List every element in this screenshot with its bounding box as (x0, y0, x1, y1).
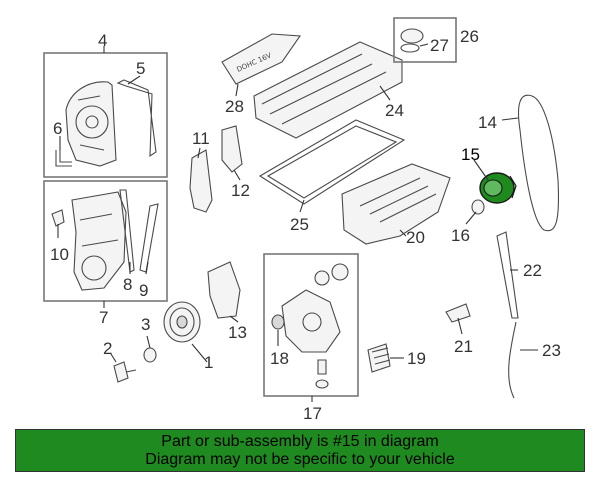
upper-timing-cover (65, 81, 117, 167)
callout-24[interactable]: 24 (385, 101, 404, 120)
valve-cover-plate: DOHC 16V (221, 33, 302, 85)
belt-cover-inner (207, 261, 241, 319)
callout-6[interactable]: 6 (53, 119, 62, 138)
callout-20[interactable]: 20 (406, 228, 425, 247)
callout-10[interactable]: 10 (50, 245, 69, 264)
pulley-bolt (113, 361, 137, 383)
pressure-relief-valve (317, 359, 327, 375)
part-notice-banner: Part or sub-assembly is #15 in diagram D… (15, 429, 585, 472)
callout-18[interactable]: 18 (270, 349, 289, 368)
oil-dipstick (496, 231, 519, 319)
oil-filler-cap-o-ring (400, 43, 420, 53)
callout-25[interactable]: 25 (290, 215, 309, 234)
timing-belt-cover-rear (189, 149, 213, 213)
notice-line-1: Part or sub-assembly is #15 in diagram (161, 433, 439, 450)
callout-17[interactable]: 17 (303, 404, 322, 423)
oil-pump (281, 289, 341, 353)
relief-valve-plug (315, 379, 329, 389)
callout-4[interactable]: 4 (98, 31, 107, 50)
lower-seal (51, 209, 65, 227)
highlighted-belt-tensioner[interactable] (479, 172, 517, 204)
lower-timing-cover (71, 191, 127, 291)
oil-cap-group-box (393, 17, 457, 63)
upper-timing-cover-group-box (43, 52, 168, 178)
lower-gasket-b (139, 203, 159, 273)
tensioner-spring (471, 199, 485, 215)
dipstick-tube (508, 321, 517, 399)
callout-26[interactable]: 26 (460, 27, 479, 46)
parts-diagram: DOHC 16V (43, 17, 561, 423)
seal-strip (55, 150, 72, 167)
pulley-washer (143, 347, 157, 363)
callout-19[interactable]: 19 (407, 349, 426, 368)
callout-2[interactable]: 2 (103, 339, 112, 358)
callout-9[interactable]: 9 (139, 281, 148, 300)
valve-cover (253, 41, 403, 139)
engine-mount-bracket (221, 125, 243, 173)
lower-timing-cover-group-box (43, 180, 168, 302)
oil-pump-group-box (263, 253, 359, 397)
callout-7[interactable]: 7 (99, 308, 108, 327)
callout-22[interactable]: 22 (523, 261, 542, 280)
dipstick-tube-bracket (445, 303, 471, 323)
callout-3[interactable]: 3 (141, 315, 150, 334)
oil-filter (367, 343, 391, 373)
callout-15[interactable]: 15 (461, 145, 480, 164)
front-oil-seal (271, 314, 285, 330)
callout-14[interactable]: 14 (478, 113, 497, 132)
callout-27[interactable]: 27 (430, 36, 449, 55)
oil-pump-gear-outer (314, 270, 330, 286)
timing-belt (517, 94, 559, 232)
lower-gasket-a (119, 189, 135, 273)
callout-28[interactable]: 28 (225, 97, 244, 116)
crankshaft-pulley (163, 301, 201, 343)
valve-cover-gasket (258, 119, 406, 205)
callout-16[interactable]: 16 (451, 226, 470, 245)
callout-13[interactable]: 13 (228, 323, 247, 342)
callout-5[interactable]: 5 (136, 59, 145, 78)
timing-cover-gasket (116, 79, 157, 158)
callout-12[interactable]: 12 (231, 181, 250, 200)
callout-21[interactable]: 21 (454, 337, 473, 356)
oil-pan (341, 163, 451, 245)
callout-11[interactable]: 11 (192, 129, 210, 148)
oil-filler-cap (400, 28, 424, 44)
callout-1[interactable]: 1 (204, 353, 213, 372)
callout-8[interactable]: 8 (123, 275, 132, 294)
notice-line-2: Diagram may not be specific to your vehi… (145, 451, 455, 468)
callout-23[interactable]: 23 (542, 341, 561, 360)
oil-pump-gear-inner (331, 263, 349, 281)
